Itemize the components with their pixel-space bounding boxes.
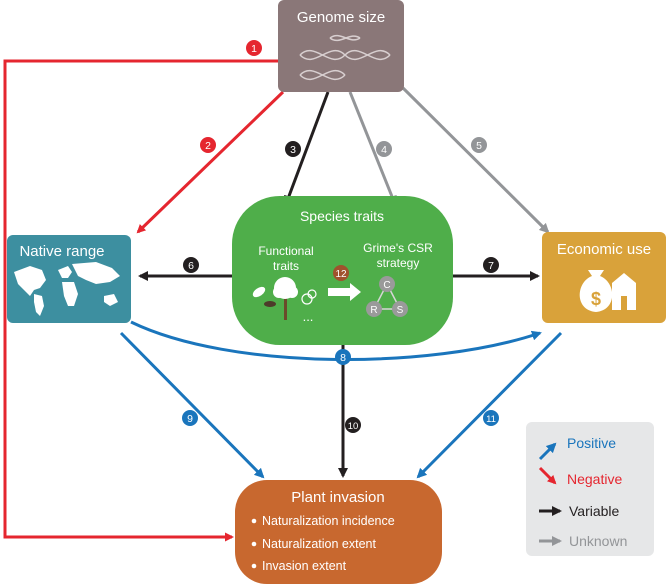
invasion-item-3: Invasion extent (262, 559, 347, 573)
functional-traits-label-line1: Functional (258, 244, 313, 258)
svg-text:6: 6 (188, 260, 194, 272)
path-12-badge (333, 265, 349, 281)
csr-s-label: S (397, 305, 404, 316)
svg-text:10: 10 (348, 421, 359, 432)
badge-path-5: 5 (471, 137, 487, 153)
arrow-path-8 (130, 320, 542, 361)
path-12-label: 12 (335, 269, 347, 280)
arrow-path-2 (136, 90, 285, 234)
legend-positive: Positive (538, 435, 616, 461)
grime-csr-label-line2: strategy (377, 256, 420, 270)
dna-icon (299, 34, 391, 81)
svg-text:9: 9 (187, 413, 193, 425)
arrow-path-3 (284, 91, 330, 206)
species-traits-title: Species traits (300, 208, 384, 224)
plant-traits-icon (252, 277, 317, 320)
legend: Positive Negative Variable Unknown (526, 422, 654, 556)
legend-variable-label: Variable (569, 503, 620, 519)
arrow-path-5 (401, 86, 550, 234)
legend-positive-label: Positive (567, 435, 616, 451)
functional-to-csr-arrow (328, 283, 361, 301)
badge-path-9: 9 (182, 410, 198, 426)
node-genome-size: Genome size (278, 0, 404, 92)
csr-triangle-icon: C R S (366, 276, 408, 317)
legend-variable: Variable (539, 503, 620, 519)
badge-path-1: 1 (246, 40, 262, 56)
invasion-item-2: Naturalization extent (262, 537, 376, 551)
csr-r-label: R (370, 305, 377, 316)
world-map-icon (14, 262, 120, 316)
svg-text:3: 3 (290, 144, 296, 156)
money-bag-house-icon: $ (579, 270, 636, 312)
csr-c-label: C (383, 280, 390, 291)
plant-invasion-title: Plant invasion (291, 489, 384, 506)
legend-negative: Negative (538, 466, 622, 487)
svg-text:11: 11 (486, 414, 496, 425)
legend-unknown-label: Unknown (569, 533, 627, 549)
genome-size-title: Genome size (297, 9, 385, 26)
svg-text:2: 2 (205, 140, 211, 152)
badge-path-11: 11 (483, 410, 499, 426)
node-plant-invasion: Plant invasion Naturalization incidence … (235, 480, 442, 584)
node-economic-use: Economic use $ (542, 232, 666, 323)
svg-text:4: 4 (381, 144, 387, 156)
node-native-range: Native range (7, 235, 131, 323)
native-range-title: Native range (19, 243, 104, 260)
badge-path-2: 2 (200, 137, 216, 153)
svg-text:8: 8 (340, 352, 346, 364)
arrow-path-11 (416, 331, 563, 479)
arrow-path-4 (348, 91, 397, 206)
legend-unknown: Unknown (539, 533, 627, 549)
badge-path-8: 8 (335, 349, 351, 365)
arrow-path-9 (119, 331, 265, 479)
invasion-item-1: Naturalization incidence (262, 514, 395, 528)
legend-negative-label: Negative (567, 471, 622, 487)
badge-path-3: 3 (285, 141, 301, 157)
svg-text:7: 7 (488, 260, 494, 272)
badge-path-4: 4 (376, 141, 392, 157)
svg-text:$: $ (591, 289, 601, 309)
functional-traits-label-line2: traits (273, 259, 299, 273)
badge-path-6: 6 (183, 257, 199, 273)
badge-path-7: 7 (483, 257, 499, 273)
economic-use-title: Economic use (557, 241, 651, 258)
arrow-path-1 (3, 59, 278, 542)
node-species-traits: Species traits Functional traits Grime's… (232, 196, 453, 345)
svg-text:1: 1 (251, 43, 257, 55)
svg-text:5: 5 (476, 140, 482, 152)
badge-path-10: 10 (345, 417, 361, 433)
functional-traits-ellipsis: ... (303, 309, 314, 324)
grime-csr-label-line1: Grime's CSR (363, 241, 433, 255)
